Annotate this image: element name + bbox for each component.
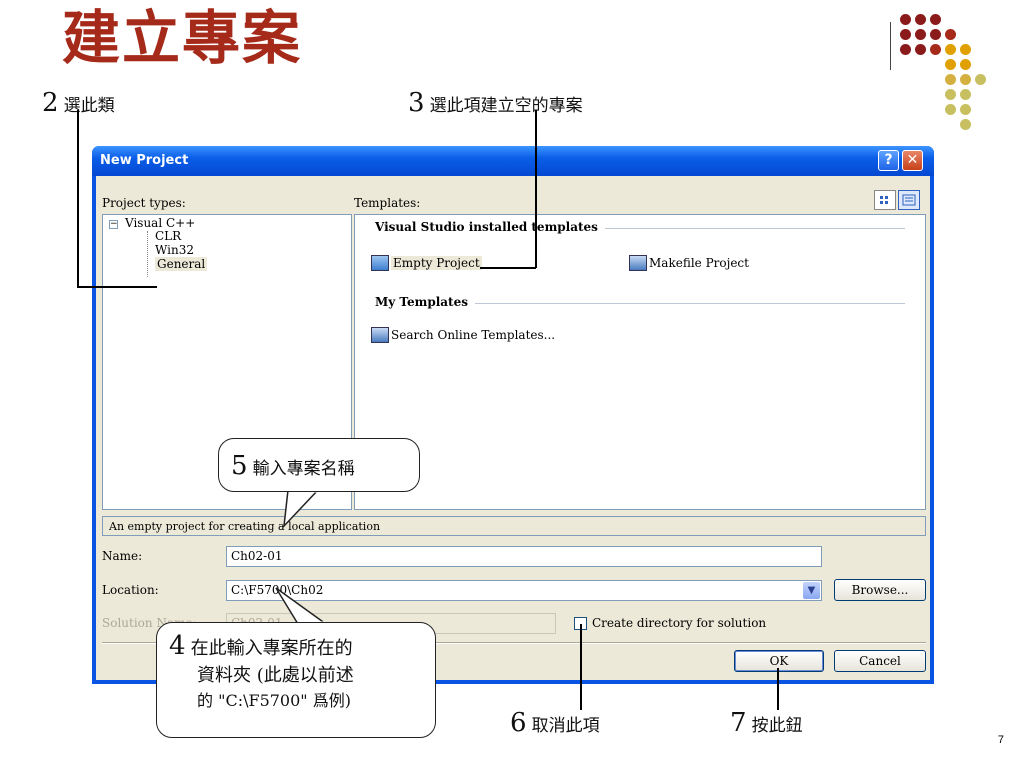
installed-templates-header: Visual Studio installed templates	[375, 220, 598, 234]
tree-item-clr[interactable]: CLR	[155, 229, 182, 243]
search-online-icon	[371, 327, 389, 343]
new-project-dialog: New Project ? ✕ Project types: Templates…	[92, 146, 934, 684]
small-icons-view-button[interactable]	[898, 190, 920, 210]
template-search-online[interactable]: Search Online Templates...	[371, 327, 555, 343]
tree-guide-line	[147, 231, 149, 277]
header-rule	[605, 228, 905, 229]
template-makefile-project[interactable]: Makefile Project	[629, 255, 749, 271]
template-description: An empty project for creating a local ap…	[102, 516, 926, 536]
slide-title: 建立專案	[62, 4, 303, 72]
my-templates-header: My Templates	[375, 295, 468, 309]
dialog-title: New Project	[100, 153, 189, 168]
tree-item-win32[interactable]: Win32	[155, 243, 194, 257]
cancel-button[interactable]: Cancel	[834, 650, 926, 672]
name-input[interactable]: Ch02-01	[226, 546, 822, 567]
name-label: Name:	[102, 549, 143, 563]
template-empty-project-label: Empty Project	[391, 256, 482, 270]
help-button[interactable]: ?	[878, 150, 899, 171]
callout-4-tail	[275, 587, 329, 625]
annotation-6: 6 取消此項	[510, 708, 600, 738]
callout-5-tail	[283, 490, 320, 529]
tree-item-visual-cpp[interactable]: Visual C++	[125, 216, 196, 230]
templates-label: Templates:	[354, 196, 421, 210]
tree-expander-minus-icon[interactable]: −	[109, 219, 118, 229]
annotation-6-connector	[580, 624, 582, 710]
annotation-3: 3 選此項建立空的專案	[408, 88, 583, 118]
annotation-3-connector	[480, 267, 536, 269]
annotation-7-connector	[777, 668, 779, 710]
dialog-client: Project types: Templates: − Visual C++ C…	[96, 176, 930, 680]
template-empty-project[interactable]: Empty Project	[371, 255, 482, 271]
button-separator	[102, 642, 926, 644]
dialog-titlebar[interactable]: New Project ? ✕	[92, 146, 934, 176]
annotation-7: 7 按此鈕	[730, 708, 803, 738]
empty-project-icon	[371, 255, 389, 271]
tree-item-general[interactable]: General	[155, 257, 208, 271]
ok-button[interactable]: OK	[734, 650, 824, 672]
templates-list[interactable]: Visual Studio installed templates Empty …	[354, 214, 926, 510]
template-makefile-project-label: Makefile Project	[649, 256, 749, 270]
browse-button[interactable]: Browse...	[834, 579, 926, 601]
page-number: 7	[997, 734, 1004, 746]
annotation-3-connector	[535, 110, 537, 268]
callout-4: 4 在此輸入專案所在的 資料夾 (此處以前述 的 "C:\F5700" 爲例)	[156, 622, 436, 738]
decorative-dots	[900, 14, 1010, 164]
makefile-project-icon	[629, 255, 647, 271]
header-rule	[475, 303, 905, 304]
grid-icon	[880, 196, 888, 204]
location-dropdown-arrow-icon[interactable]: ▼	[803, 582, 820, 599]
template-search-online-label: Search Online Templates...	[391, 328, 556, 342]
create-directory-label[interactable]: Create directory for solution	[592, 616, 767, 630]
location-label: Location:	[102, 583, 159, 597]
annotation-2-connector	[77, 286, 157, 288]
large-icons-view-button[interactable]	[874, 190, 896, 210]
close-button[interactable]: ✕	[902, 150, 923, 171]
annotation-2: 2 選此類	[42, 88, 115, 118]
annotation-2-connector	[77, 110, 79, 287]
list-icon	[902, 194, 916, 206]
title-divider	[890, 22, 891, 70]
callout-5: 5 輸入專案名稱	[218, 438, 420, 492]
project-types-label: Project types:	[102, 196, 186, 210]
